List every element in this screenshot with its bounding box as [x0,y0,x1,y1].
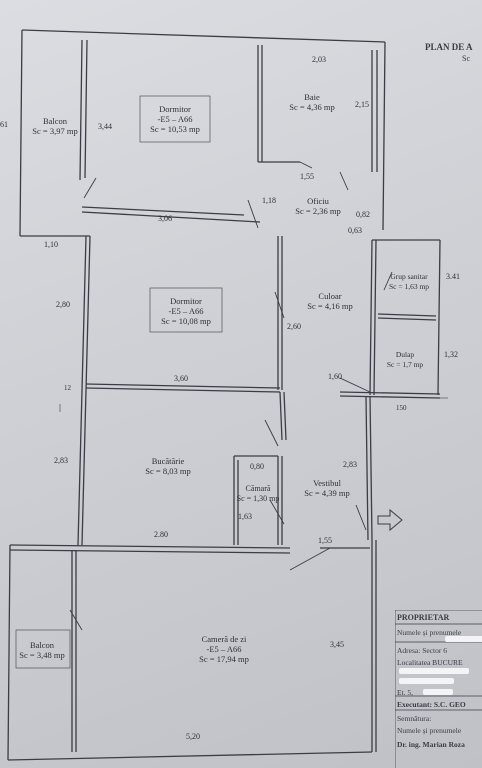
room-area: Sc = 17,94 mp [199,654,249,664]
semnatura-label: Semnătura: [397,714,432,723]
dimension-label: 5,20 [186,732,200,741]
room-culoar: Culoar Sc = 4,16 mp [307,291,352,311]
arrow-right-icon [377,508,403,532]
dimension-label: 1,55 [318,536,332,545]
room-area: Sc = 1,7 mp [386,360,424,369]
room-oficiu: Oficiu Sc = 2,36 mp [295,196,340,216]
dimension-label: 2.80 [154,530,168,539]
room-code: -E5 – A66 [168,306,204,316]
plan-title: PLAN DE A [425,42,473,52]
redaction-bar [399,668,469,674]
room-area: Sc = 3,97 mp [32,126,78,136]
numele-label: Numele și prenumele [397,726,462,735]
dimension-label: 2,83 [54,456,68,465]
room-name: Dormitor [170,296,202,306]
room-baie: Baie Sc = 4,36 mp [289,92,334,112]
room-area: Sc = 3,48 mp [19,650,65,660]
room-name: Grup sanitar [390,272,428,281]
room-grup-sanitar: Grup sanitar Sc = 1,63 mp [389,272,429,292]
dimension-label: 1,60 [328,372,342,381]
redaction-bar [399,678,454,684]
room-area: Sc = 10,53 mp [150,124,200,134]
title-block: PROPRIETAR Numele și prenumele Adresa: S… [395,610,482,768]
plan-subtitle: Sc [462,54,470,63]
dimension-label: 3,44 [98,122,112,131]
owner-heading: PROPRIETAR [397,613,450,622]
room-name: Oficiu [307,196,329,206]
redaction-bar [423,689,453,695]
dimension-label: 2,60 [287,322,301,331]
room-dormitor-top: Dormitor -E5 – A66 Sc = 10,53 mp [150,104,200,134]
room-area: Sc = 1,63 mp [388,282,430,291]
room-area: Sc = 4,39 mp [304,488,350,498]
dimension-label: 0,80 [250,462,264,471]
room-area: Sc = 8,03 mp [145,466,191,476]
dimension-label: 61 [0,120,8,129]
floor-label: Et. 5, [397,688,414,697]
dimension-label: 0,63 [348,226,362,235]
room-camara: Cămară Sc = 1,30 mp [237,484,280,504]
locality-label: Localitatea BUCURE [397,658,463,667]
dimension-label: 1,55 [300,172,314,181]
room-area: Sc = 2,36 mp [295,206,341,216]
owner-name-label: Numele și prenumele [397,628,462,637]
room-code: -E5 – A66 [206,644,242,654]
dimension-label: 3,45 [330,640,344,649]
room-balcon-top: Balcon Sc = 3,97 mp [32,116,77,136]
room-dulap: Dulap Sc = 1,7 mp [387,350,423,370]
room-name: Dulap [395,350,415,359]
dimension-label: 150 [396,404,407,412]
dimension-label: 3.41 [446,272,460,281]
engineer-label: Dr. ing. Marian Roza [397,740,465,749]
dimension-label: 2,03 [312,55,326,64]
dimension-label: 2,80 [56,300,70,309]
room-balcon-bottom: Balcon Sc = 3,48 mp [19,640,64,660]
room-name: Balcon [29,640,55,650]
room-area: Sc = 10,08 mp [161,316,211,326]
room-name: Culoar [318,291,342,301]
room-name: Cameră de zi [201,634,247,644]
dimension-label: 1,18 [262,196,276,205]
address-label: Adresa: Sector 6 [397,646,447,655]
room-vestibul: Vestibul Sc = 4,39 mp [304,478,349,498]
dimension-label: 3,06 [158,214,172,223]
dimension-label: 1,32 [444,350,458,359]
room-code: -E5 – A66 [157,114,193,124]
room-name: Cămară [245,484,271,493]
room-name: Bucătărie [151,456,185,466]
executant-label: Executant: S.C. GEO [397,700,466,709]
dimension-label: 12 [64,384,71,392]
dimension-label: 1,10 [44,240,58,249]
room-dormitor-mid: Dormitor -E5 – A66 Sc = 10,08 mp [161,296,211,326]
dimension-label: 2,83 [343,460,357,469]
dimension-label: 2,15 [355,100,369,109]
redaction-bar [445,636,482,642]
dimension-label: 0,82 [356,210,370,219]
dimension-label: 3,60 [174,374,188,383]
room-area: Sc = 4,16 mp [307,301,353,311]
room-area: Sc = 1,30 mp [236,494,280,503]
room-area: Sc = 4,36 mp [289,102,335,112]
room-camera-de-zi: Cameră de zi -E5 – A66 Sc = 17,94 mp [199,634,249,664]
dimension-label: 1,63 [238,512,252,521]
room-bucatarie: Bucătărie Sc = 8,03 mp [145,456,190,476]
room-name: Vestibul [313,478,341,488]
room-name: Dormitor [159,104,191,114]
room-name: Balcon [42,116,68,126]
room-name: Baie [304,92,320,102]
